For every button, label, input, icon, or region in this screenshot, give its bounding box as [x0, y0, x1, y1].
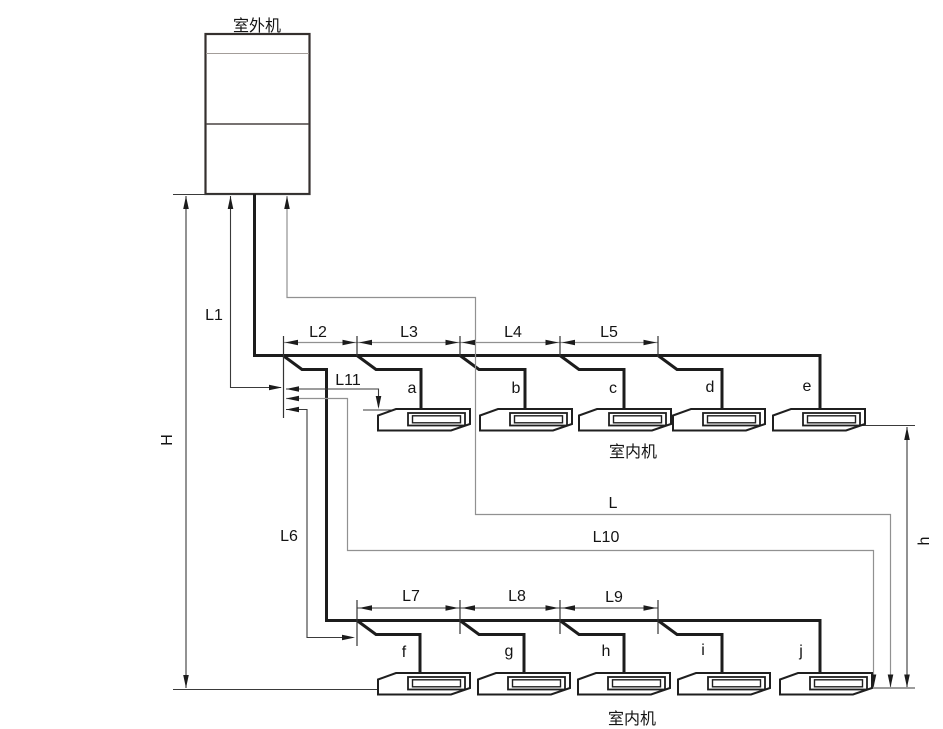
dimension-L-line	[286, 196, 892, 687]
dimension-L1-line	[229, 196, 281, 389]
pipe-main-upper	[253, 194, 822, 411]
dimension-chain-lower: L7 L8 L9	[356, 588, 659, 646]
dimension-H-label: H	[159, 434, 176, 446]
arrow-right-icon	[545, 339, 559, 346]
indoor-unit-b	[479, 408, 573, 432]
arrow-right-icon	[643, 605, 657, 611]
unit-letter-h: h	[602, 643, 611, 660]
pipe-branch-h	[559, 619, 626, 676]
arrow-right-icon	[342, 339, 356, 346]
pipe-branch-g	[459, 619, 526, 677]
dimension-L10-line	[286, 397, 875, 687]
outdoor-unit: 室外机	[204, 17, 311, 196]
indoor-unit-c	[578, 408, 672, 432]
indoor-units-upper-row: a b c d e 室内机	[377, 378, 866, 461]
indoor-unit-e	[772, 408, 866, 432]
dimension-L7-label: L7	[402, 588, 420, 605]
indoor-units-caption-top: 室内机	[609, 443, 657, 461]
dimension-L-label: L	[609, 495, 618, 512]
dimension-L6-line	[286, 408, 353, 639]
pipes	[253, 194, 822, 677]
dimension-L8-label: L8	[508, 588, 526, 605]
dimension-L: L	[284, 196, 894, 688]
outdoor-unit-label: 室外机	[233, 17, 281, 35]
arrow-left-icon	[562, 605, 575, 611]
indoor-unit-d	[672, 408, 766, 432]
indoor-units-caption-bottom: 室内机	[608, 710, 656, 728]
arrow-left-icon	[285, 339, 298, 346]
dimension-L10-label: L10	[593, 529, 620, 546]
unit-letter-i: i	[701, 642, 705, 659]
indoor-unit-h	[577, 672, 671, 696]
arrow-right-icon	[445, 339, 459, 346]
pipe-branch-f	[356, 619, 422, 676]
dimension-h-label: h	[916, 537, 933, 546]
arrow-down-icon	[183, 675, 189, 688]
pipe-branch-d	[657, 354, 724, 412]
arrow-up-icon	[284, 196, 290, 209]
indoor-unit-j	[779, 672, 873, 696]
arrow-up-icon	[227, 196, 234, 209]
dimension-L6-label: L6	[280, 528, 298, 545]
arrow-down-icon	[904, 674, 910, 688]
unit-letter-g: g	[505, 643, 514, 660]
arrow-right-icon	[545, 605, 559, 611]
arrow-right-icon	[445, 605, 459, 611]
unit-letter-j: j	[798, 643, 803, 660]
dimension-L1: L1	[205, 196, 282, 391]
arrow-left-icon	[359, 605, 372, 611]
arrow-up-icon	[183, 196, 189, 209]
dimension-h: h	[904, 427, 933, 688]
arrow-left-icon	[359, 339, 372, 346]
dimension-chain-upper: L2 L3 L4 L5	[282, 324, 659, 418]
arrow-down-icon	[375, 396, 382, 409]
pipe-branch-b	[459, 354, 527, 413]
arrow-left-icon	[286, 395, 299, 402]
indoor-unit-f	[377, 672, 471, 696]
reference-lines	[173, 193, 915, 691]
unit-letter-b: b	[512, 380, 521, 397]
pipe-branch-a	[356, 354, 423, 412]
arrow-left-icon	[286, 406, 299, 413]
dimension-L10: L10	[286, 395, 877, 688]
indoor-unit-g	[477, 672, 571, 696]
indoor-unit-i	[677, 672, 771, 696]
arrow-left-icon	[562, 339, 575, 346]
unit-letter-a: a	[408, 380, 417, 397]
arrow-right-icon	[643, 339, 657, 346]
pipe-branch-c	[559, 354, 626, 412]
arrow-left-icon	[462, 605, 475, 611]
arrow-right-icon	[342, 634, 355, 641]
unit-letter-f: f	[402, 644, 407, 661]
dimension-L11-label: L11	[335, 372, 361, 389]
dimension-L11: L11	[286, 372, 382, 409]
indoor-units-lower-row: f g h i j 室内机	[377, 642, 873, 728]
arrow-up-icon	[904, 427, 910, 440]
indoor-unit-a	[377, 408, 471, 432]
dimension-L2-label: L2	[309, 324, 327, 341]
pipe-main-lower	[282, 354, 822, 676]
outdoor-unit-body	[204, 32, 311, 196]
dimension-L9-label: L9	[605, 589, 623, 606]
dimension-H: H	[159, 196, 189, 688]
dimension-L3-label: L3	[400, 324, 418, 341]
dimension-L1-label: L1	[205, 307, 223, 324]
dimension-L4-label: L4	[504, 324, 522, 341]
dimension-L5-label: L5	[600, 324, 618, 341]
unit-letter-d: d	[706, 379, 715, 396]
dimension-L6: L6	[280, 406, 355, 641]
arrow-down-icon	[887, 674, 894, 688]
unit-letter-e: e	[803, 378, 812, 395]
arrow-right-icon	[269, 384, 282, 391]
arrow-left-icon	[286, 386, 299, 392]
arrow-left-icon	[462, 339, 475, 346]
unit-letter-c: c	[609, 380, 617, 397]
pipe-branch-i	[657, 619, 724, 676]
